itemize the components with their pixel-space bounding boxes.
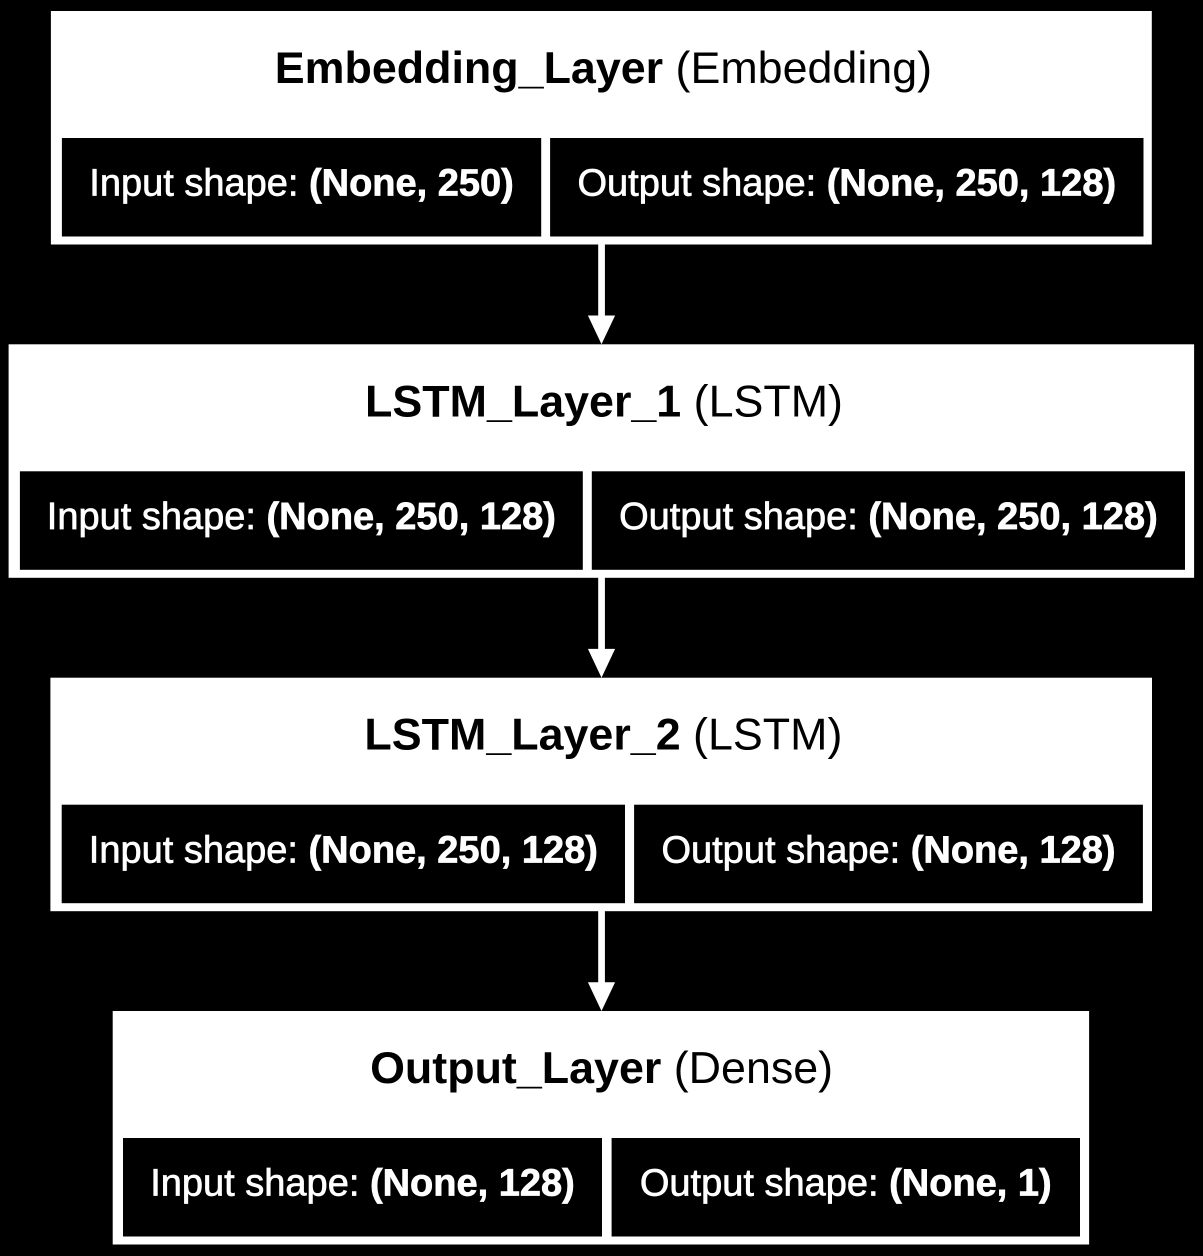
svg-text:Input shape: (None, 250, 128): Input shape: (None, 250, 128) — [89, 829, 598, 871]
svg-text:Output shape: (None, 1): Output shape: (None, 1) — [640, 1163, 1052, 1205]
svg-text:Output shape: (None, 250, 128): Output shape: (None, 250, 128) — [577, 163, 1116, 205]
svg-text:Output_Layer (Dense): Output_Layer (Dense) — [370, 1043, 833, 1093]
svg-text:LSTM_Layer_2 (LSTM): LSTM_Layer_2 (LSTM) — [364, 710, 842, 760]
svg-text:Input shape: (None, 250, 128): Input shape: (None, 250, 128) — [47, 496, 556, 538]
svg-text:Output shape: (None, 128): Output shape: (None, 128) — [661, 829, 1115, 871]
svg-text:Input shape: (None, 250): Input shape: (None, 250) — [89, 163, 514, 205]
svg-text:Embedding_Layer (Embedding): Embedding_Layer (Embedding) — [275, 43, 932, 93]
svg-text:Input shape: (None, 128): Input shape: (None, 128) — [150, 1163, 575, 1205]
svg-text:LSTM_Layer_1 (LSTM): LSTM_Layer_1 (LSTM) — [365, 376, 843, 426]
svg-text:Output shape: (None, 250, 128): Output shape: (None, 250, 128) — [619, 496, 1158, 538]
